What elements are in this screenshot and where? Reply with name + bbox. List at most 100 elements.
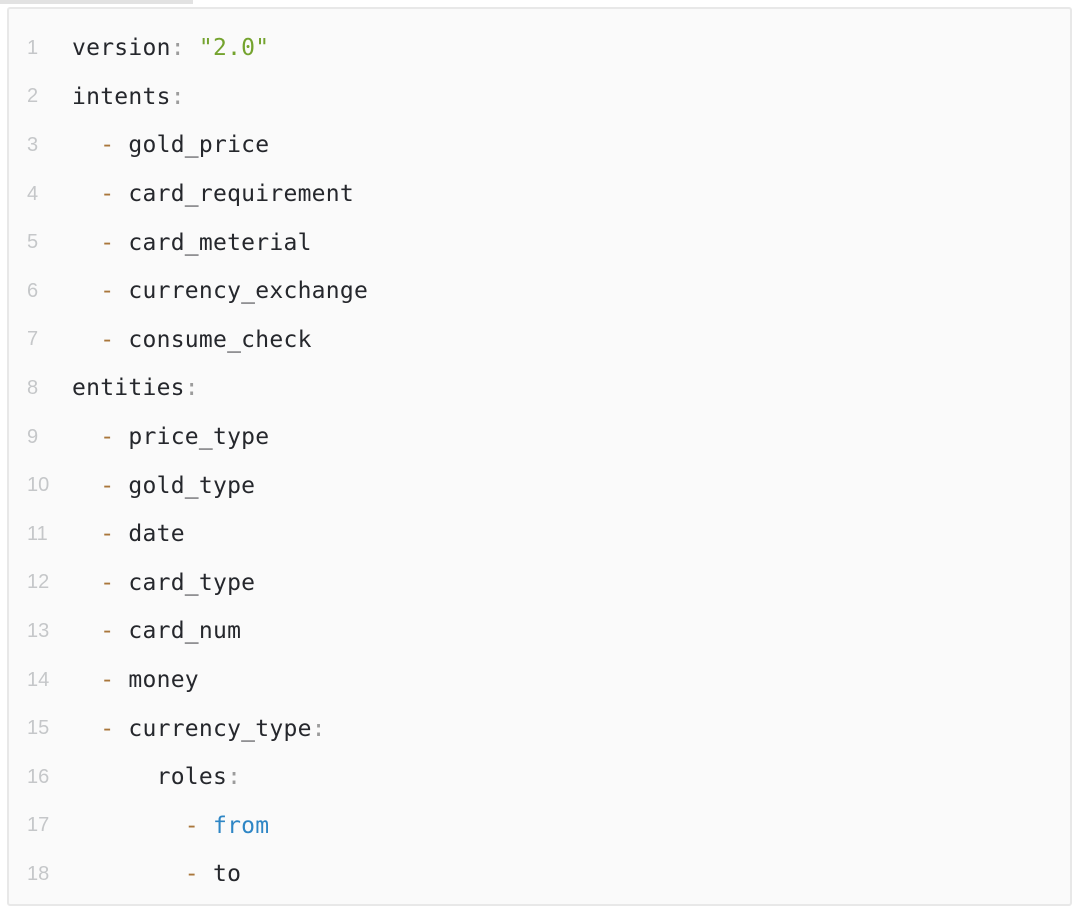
code-token-key: currency_type (128, 715, 312, 742)
code-line: 7 - consume_check (9, 316, 1070, 365)
code-token-string: "2.0" (198, 35, 270, 62)
line-number: 8 (27, 376, 39, 399)
code-line-content: - card_meterial (72, 230, 312, 256)
code-line: 18 - to (9, 850, 1070, 899)
line-number: 1 (27, 36, 39, 59)
code-token-plain (72, 861, 185, 887)
code-token-dash: - (100, 278, 129, 305)
code-line: 2 intents: (9, 73, 1070, 122)
code-token-dash: - (184, 861, 213, 888)
code-token-plain (72, 181, 100, 207)
line-number: 7 (27, 328, 39, 351)
code-line-content: intents: (72, 84, 185, 110)
code-line-content: - money (72, 667, 199, 693)
code-token-key: roles (156, 764, 228, 791)
code-token-plain (72, 813, 185, 839)
line-number: 15 (27, 717, 50, 740)
code-token-dash: - (100, 326, 129, 353)
code-line: 3 - gold_price (9, 121, 1070, 170)
code-line-content: entities: (72, 375, 199, 401)
code-token-dash: - (100, 521, 129, 548)
code-line-content: - price_type (72, 424, 269, 450)
code-token-dash: - (100, 618, 129, 645)
code-line: 10 - gold_type (9, 461, 1070, 510)
code-token-punct: : (227, 764, 242, 791)
code-line-content: - currency_type: (72, 716, 326, 742)
code-token-keyword: from (212, 812, 270, 839)
code-token-plain: card_type (128, 569, 256, 596)
code-line: 8 entities: (9, 364, 1070, 413)
code-token-plain (72, 327, 100, 353)
code-token-plain (72, 230, 100, 256)
code-line-content: - currency_exchange (72, 278, 368, 304)
code-token-plain (72, 618, 100, 644)
code-line-content: - gold_price (72, 132, 269, 158)
line-number: 10 (27, 474, 50, 497)
code-token-dash: - (100, 715, 129, 742)
code-line: 16 roles: (9, 753, 1070, 802)
code-line: 4 - card_requirement (9, 170, 1070, 219)
code-line: 9 - price_type (9, 413, 1070, 462)
code-token-plain: price_type (128, 424, 270, 451)
code-token-punct: : (184, 375, 199, 402)
code-token-punct: : (311, 715, 326, 742)
code-line: 12 - card_type (9, 559, 1070, 608)
line-number: 6 (27, 279, 39, 302)
code-line-content: - consume_check (72, 327, 312, 353)
code-token-plain (72, 764, 157, 790)
code-line-content: - card_num (72, 618, 241, 644)
code-line: 15 - currency_type: (9, 704, 1070, 753)
code-token-dash: - (100, 229, 129, 256)
code-token-plain: money (128, 667, 199, 694)
code-token-dash: - (100, 181, 129, 208)
code-token-plain (72, 716, 100, 742)
code-line: 17 - from (9, 802, 1070, 851)
code-token-plain (72, 132, 100, 158)
code-token-plain: gold_price (128, 132, 270, 159)
code-token-dash: - (100, 472, 129, 499)
code-line: 13 - card_num (9, 607, 1070, 656)
line-number: 17 (27, 814, 50, 837)
code-token-dash: - (100, 132, 129, 159)
code-token-punct: : (170, 35, 199, 62)
code-line-content: - card_requirement (72, 181, 354, 207)
code-token-plain: currency_exchange (128, 278, 369, 305)
line-number: 5 (27, 231, 39, 254)
code-token-dash: - (100, 667, 129, 694)
line-number: 4 (27, 182, 39, 205)
code-line-content: - gold_type (72, 473, 255, 499)
code-line: 14 - money (9, 656, 1070, 705)
line-number: 11 (27, 522, 48, 545)
code-line-content: - from (72, 813, 269, 839)
code-token-plain: card_num (128, 618, 242, 645)
code-token-plain (72, 278, 100, 304)
code-line-content: roles: (72, 764, 241, 790)
line-number: 13 (27, 619, 50, 642)
code-line: 1 version: "2.0" (9, 24, 1070, 73)
code-token-dash: - (100, 569, 129, 596)
code-line: 11 - date (9, 510, 1070, 559)
cropped-top-element-strip (0, 0, 193, 4)
code-token-dash: - (184, 812, 213, 839)
code-token-plain (72, 570, 100, 596)
code-line-content: version: "2.0" (72, 35, 269, 61)
line-number: 3 (27, 133, 39, 156)
code-token-plain (72, 473, 100, 499)
line-number: 12 (27, 571, 50, 594)
code-token-plain: date (128, 521, 185, 548)
code-token-plain: consume_check (128, 326, 312, 353)
code-token-key: intents (72, 83, 171, 110)
code-token-dash: - (100, 424, 129, 451)
code-line-content: - date (72, 521, 185, 547)
code-token-plain: card_meterial (128, 229, 312, 256)
code-token-key: version (72, 35, 171, 62)
line-number: 16 (27, 765, 50, 788)
line-number: 9 (27, 425, 39, 448)
line-number: 18 (27, 862, 50, 885)
code-token-plain (72, 521, 100, 547)
code-line: 5 - card_meterial (9, 218, 1070, 267)
code-token-plain: to (212, 861, 242, 888)
line-number: 2 (27, 85, 39, 108)
